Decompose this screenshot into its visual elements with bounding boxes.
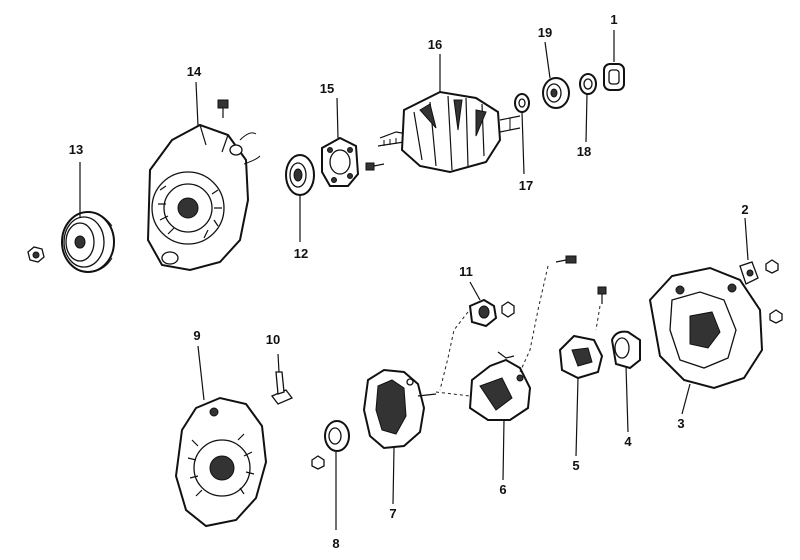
- part-12-bearing: [285, 154, 315, 196]
- label-14: 14: [187, 64, 202, 79]
- part-18-ring: [579, 73, 597, 95]
- label-16: 16: [428, 37, 442, 52]
- label-17: 17: [519, 178, 533, 193]
- assembly-line-rectifier: [435, 391, 471, 397]
- part-11-screw: [555, 255, 577, 264]
- assembly-line-screw: [519, 265, 549, 373]
- label-8: 8: [332, 536, 339, 551]
- part-8-nut: [311, 455, 325, 470]
- part-17-ring: [514, 93, 530, 113]
- label-2: 2: [741, 202, 748, 217]
- part-labels: 1 2 3 4 5 6 7 8 9 10 11 12 13 14 15 16 1…: [69, 12, 749, 551]
- part-3-rear-cover: [648, 266, 764, 390]
- part-2-terminal: [739, 259, 783, 324]
- part-15-retainer-plate: [321, 136, 360, 187]
- part-13-nut: [27, 246, 45, 263]
- label-19: 19: [538, 25, 552, 40]
- part-7-rectifier: [362, 368, 437, 450]
- part-5-brush-holder: [558, 334, 604, 380]
- leader-lines: [79, 30, 749, 530]
- label-15: 15: [320, 81, 334, 96]
- label-9: 9: [193, 328, 200, 343]
- label-6: 6: [499, 482, 506, 497]
- label-4: 4: [624, 434, 632, 449]
- part-14-screw: [217, 99, 229, 118]
- assembly-line-brush-screw: [595, 305, 601, 331]
- part-13-pulley: [61, 211, 115, 273]
- part-10-terminal-bolt: [270, 371, 294, 405]
- part-1-cover: [603, 63, 625, 91]
- assembly-line-terminal: [439, 311, 469, 391]
- label-1: 1: [610, 12, 617, 27]
- part-8-washer: [324, 420, 350, 452]
- label-11: 11: [459, 264, 473, 279]
- part-19-bearing: [542, 77, 570, 109]
- label-18: 18: [577, 144, 591, 159]
- label-7: 7: [389, 506, 396, 521]
- label-5: 5: [572, 458, 579, 473]
- label-10: 10: [266, 332, 280, 347]
- label-13: 13: [69, 142, 83, 157]
- part-9-rear-end-frame: [174, 396, 268, 528]
- part-6-regulator: [468, 351, 532, 421]
- part-11-terminal-insulator: [468, 298, 515, 328]
- part-5-screw: [597, 286, 607, 304]
- label-12: 12: [294, 246, 308, 261]
- part-16-rotor: [377, 90, 521, 174]
- part-15-screw: [365, 162, 385, 171]
- label-3: 3: [677, 416, 684, 431]
- part-4-insulator: [610, 330, 641, 370]
- part-14-drive-end-frame: [146, 123, 261, 272]
